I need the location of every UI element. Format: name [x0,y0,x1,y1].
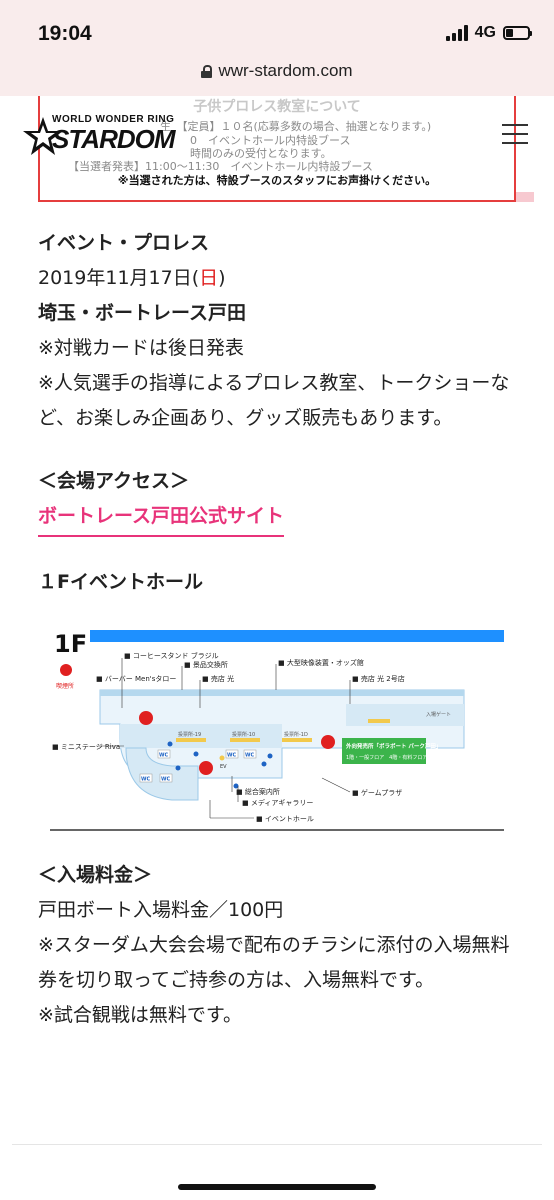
event-date-day: 日 [199,267,219,289]
fee-free-watch: ※試合観戦は無料です。 [38,1004,243,1026]
event-date-prefix: 2019年11月17日( [38,267,200,289]
map-info: ■ 総合案内所 [236,787,280,796]
network-type: 4G [474,24,496,41]
map-gallery: ■ メディアギャラリー [242,798,313,807]
home-indicator[interactable] [178,1184,376,1190]
map-wc-1: WC [159,753,169,759]
event-venue: 埼玉・ボートレース戸田 [38,302,247,324]
lock-icon [201,64,213,78]
event-note-card: ※対戦カードは後日発表 [38,337,244,359]
logo-tagline: WORLD WONDER RING [52,114,175,125]
logo-wordmark: STARDOM [52,124,176,154]
battery-fill [506,29,514,37]
floor-map-graphic: 1F 喫煙所 外向発売所「ボラボート パーク戸田」 1階・一般フロア 4階・有料… [50,630,504,831]
map-marker-smoking-3 [321,735,335,749]
menu-icon[interactable] [502,124,528,144]
access-heading: ＜会場アクセス＞ [38,470,190,492]
banner-line-4: 【当選者発表】11:00〜11:30 イベントホール内特設ブース [68,160,373,173]
map-window-10: 投票所-10 [232,731,255,738]
map-wc-4: WC [141,777,151,783]
fee-section: ＜入場料金＞ 戸田ボート入場料金／100円 ※スターダム大会会場で配布のチラシに… [38,858,518,1033]
map-header-bar [90,630,504,642]
floor-map: 1F 喫煙所 外向発売所「ボラボート パーク戸田」 1階・一般フロア 4階・有料… [50,628,504,834]
fee-free-ticket: ※スターダム大会会場で配布のチラシに添付の入場無料券を切り取ってご持参の方は、入… [38,934,510,991]
banner-line-1: 生 【定員】１０名(応募多数の場合、抽選となります。) [160,120,432,133]
banner-notice: ※当選された方は、特設ブースのスタッフにお声掛けください。 [117,174,437,187]
url-text: wwr-stardom.com [218,61,353,80]
fee-price: 戸田ボート入場料金／100円 [38,899,284,921]
map-wc-2: WC [227,753,237,759]
map-big-screen: ■ 大型映像装置・オッズ館 [278,658,364,667]
banner-bottom-strip [0,192,554,202]
floor-heading: １Fイベントホール [38,571,203,593]
map-coffee: ■ コーヒースタンド ブラジル [124,651,219,660]
map-ev: EV [220,764,227,770]
signal-icon [445,25,468,41]
stardom-logo[interactable]: WORLD WONDER RING STARDOM [22,114,192,164]
status-bar: 19:04 4G wwr-stardom.com [0,0,554,96]
map-smoking-label: 喫煙所 [56,682,74,690]
map-event-hall: ■ イベントホール [256,815,314,823]
outside-sales-area [342,738,426,764]
map-floor-label: 1F [54,630,87,658]
access-link[interactable]: ボートレース戸田公式サイト [38,499,285,537]
status-time: 19:04 [38,22,92,45]
map-entrance: 入場ゲート [426,711,451,718]
map-prize: ■ 景品交換所 [184,660,228,669]
map-window-19: 投票所-19 [178,731,201,738]
map-shop-hikari: ■ 売店 光 [202,674,234,683]
event-title: イベント・プロレス [38,232,210,254]
map-game: ■ ゲームプラザ [352,788,402,797]
event-date-suffix: ) [218,267,226,289]
battery-icon [503,26,532,40]
banner-line-2: 0 イベントホール内特設ブース [190,134,351,147]
map-shop-hikari2: ■ 売店 光 2号店 [352,674,405,683]
map-mini-stage: ■ ミニステージ Riva [52,743,120,751]
url-bar[interactable]: wwr-stardom.com [0,58,554,84]
bottom-divider [12,1144,542,1145]
event-date: 2019年11月17日(日) [38,261,518,296]
map-wc-5: WC [161,777,171,783]
event-note-program: ※人気選手の指導によるプロレス教室、トークショーなど、お楽しみ企画あり、グッズ販… [38,372,510,429]
smoking-icon [60,664,72,676]
map-marker-smoking-1 [139,711,153,725]
map-barber: ■ バーバー Men'sタロー [96,674,176,683]
banner-line-3: 時間のみの受付となります。 [190,147,332,160]
star-icon [23,117,63,155]
map-window-1d: 投票所-1D [284,731,308,738]
map-outside-label: 外向発売所「ボラボート パーク戸田」 [346,742,441,750]
banner-title: 子供プロレス教室について [193,99,361,115]
fee-heading: ＜入場料金＞ [38,864,153,886]
map-outside-sub: 1階・一般フロア 4階・有料フロア [346,754,427,761]
map-marker-smoking-2 [199,761,213,775]
map-wc-3: WC [245,753,255,759]
site-header: 子供プロレス教室について 生 【定員】１０名(応募多数の場合、抽選となります。)… [0,96,554,206]
status-indicators: 4G [445,24,532,42]
main-content: イベント・プロレス 2019年11月17日(日) 埼玉・ボートレース戸田 ※対戦… [38,226,518,600]
class-banner: 子供プロレス教室について 生 【定員】１０名(応募多数の場合、抽選となります。)… [38,96,516,202]
